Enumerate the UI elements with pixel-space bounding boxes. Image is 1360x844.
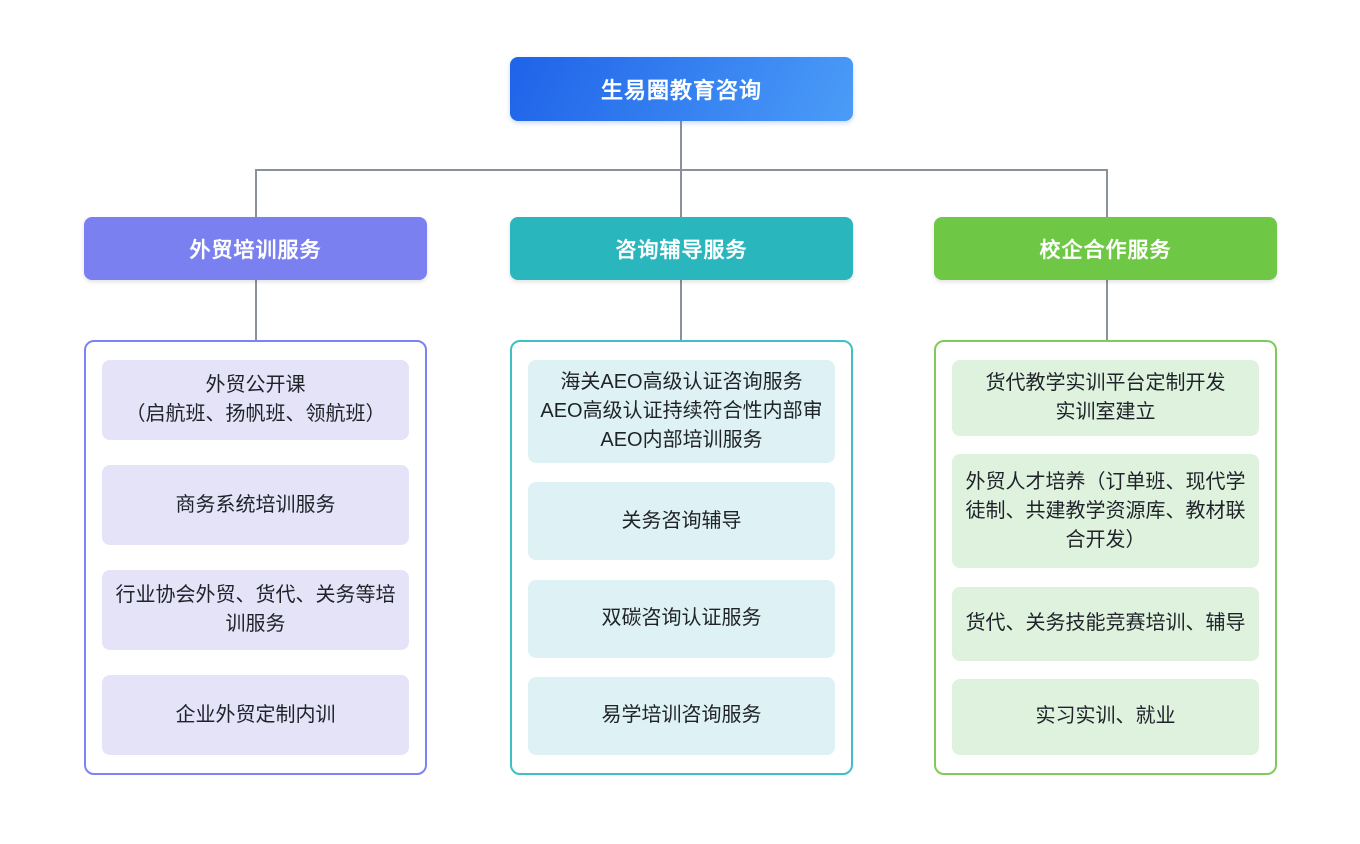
branch-group-consulting: 海关AEO高级认证咨询服务 AEO高级认证持续符合性内部审 AEO内部培训服务 …	[510, 340, 853, 775]
branch-group-school-enterprise: 货代教学实训平台定制开发 实训室建立 外贸人才培养（订单班、现代学徒制、共建教学…	[934, 340, 1277, 775]
branch-header-label: 校企合作服务	[1039, 238, 1172, 262]
service-item: 外贸人才培养（订单班、现代学徒制、共建教学资源库、教材联合开发）	[952, 454, 1259, 569]
connector-branch1-drop	[255, 169, 257, 217]
service-item: 货代教学实训平台定制开发 实训室建立	[952, 360, 1259, 436]
connector-root-drop	[680, 121, 682, 170]
branch-header-label: 外贸培训服务	[189, 238, 322, 262]
connector-header3-container	[1106, 280, 1108, 340]
branch-header-school-enterprise: 校企合作服务	[934, 217, 1277, 280]
service-item: 货代、关务技能竞赛培训、辅导	[952, 586, 1259, 661]
service-item: 易学培训咨询服务	[528, 676, 835, 755]
connector-header2-container	[680, 280, 682, 340]
service-item: 双碳咨询认证服务	[528, 579, 835, 658]
service-item: 商务系统培训服务	[102, 465, 409, 545]
service-item: 行业协会外贸、货代、关务等培训服务	[102, 570, 409, 650]
connector-branch2-drop	[680, 169, 682, 217]
root-node-label: 生易圈教育咨询	[600, 78, 762, 103]
connector-header1-container	[255, 280, 257, 340]
service-item: 企业外贸定制内训	[102, 675, 409, 755]
branch-header-consulting: 咨询辅导服务	[510, 217, 853, 280]
root-node: 生易圈教育咨询	[510, 57, 853, 121]
service-item: 外贸公开课 （启航班、扬帆班、领航班）	[102, 360, 409, 440]
service-item: 实习实训、就业	[952, 678, 1259, 755]
branch-header-trade-training: 外贸培训服务	[84, 217, 427, 280]
service-item: 关务咨询辅导	[528, 482, 835, 561]
service-item: 海关AEO高级认证咨询服务 AEO高级认证持续符合性内部审 AEO内部培训服务	[528, 360, 835, 463]
connector-branch3-drop	[1106, 169, 1108, 217]
branch-group-trade-training: 外贸公开课 （启航班、扬帆班、领航班） 商务系统培训服务 行业协会外贸、货代、关…	[84, 340, 427, 775]
branch-header-label: 咨询辅导服务	[615, 238, 748, 262]
